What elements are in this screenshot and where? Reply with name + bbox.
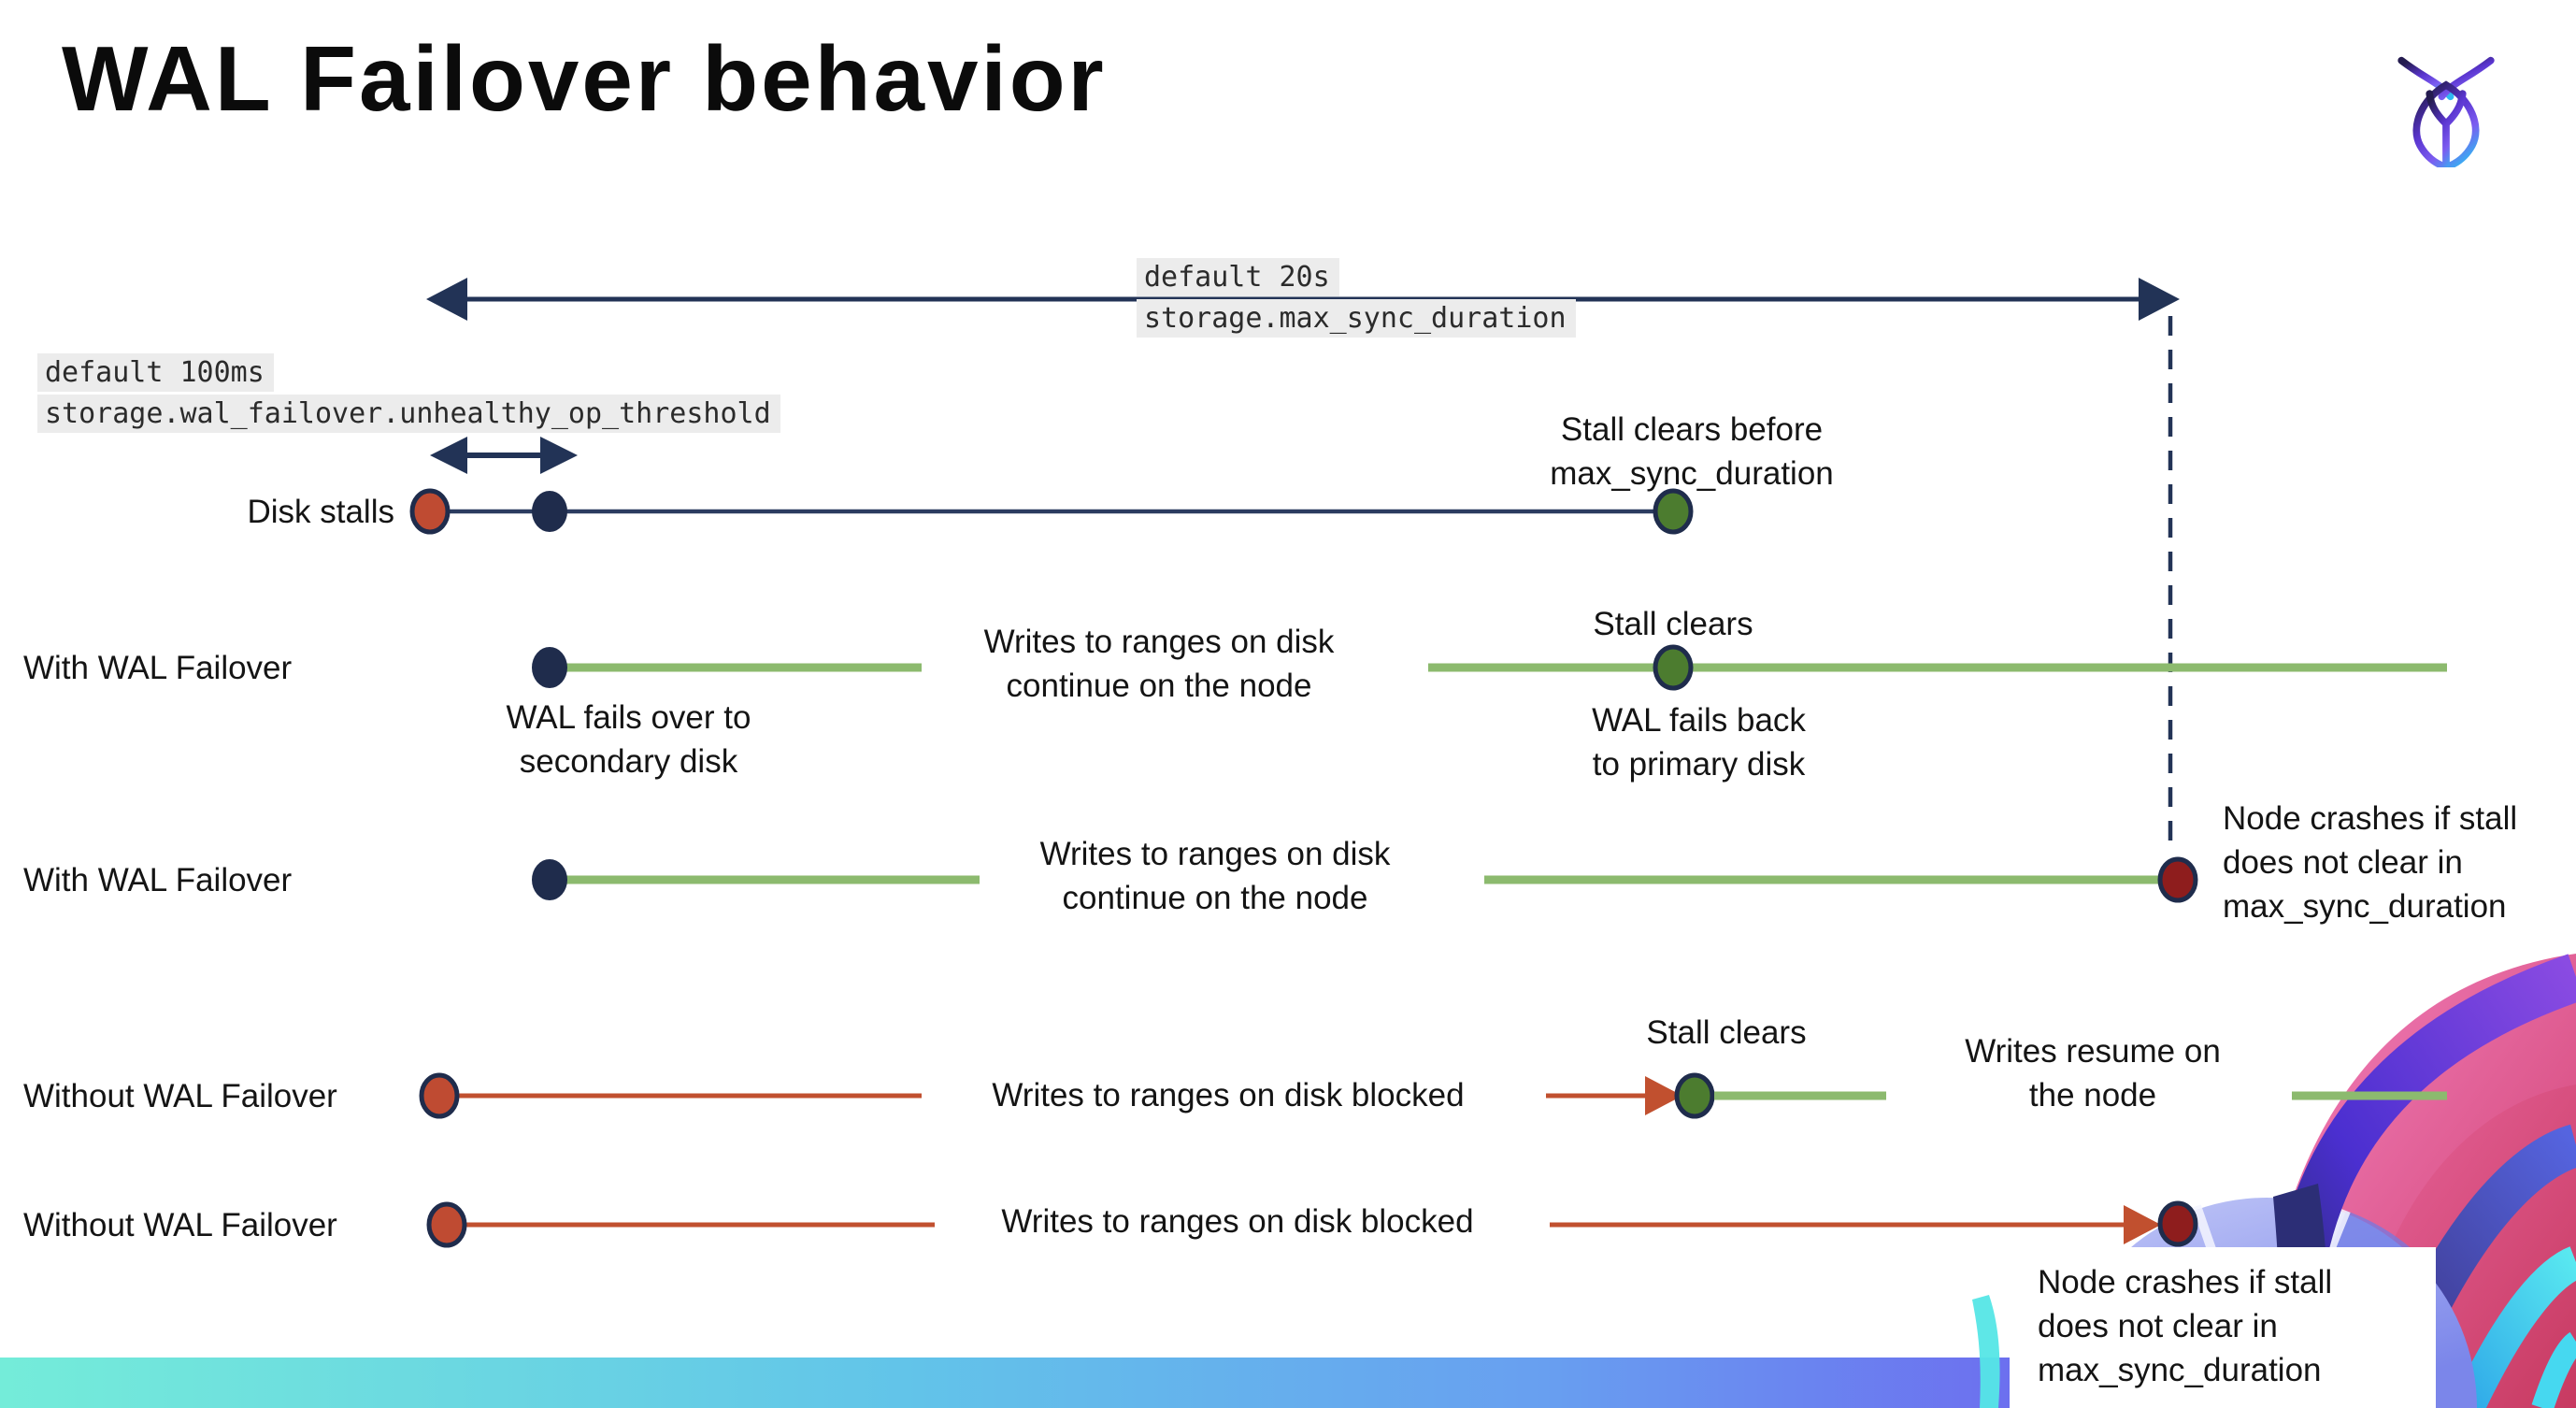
row3-failover-dot — [532, 859, 567, 900]
writes-blocked-note-2: Writes to ranges on disk blocked — [1001, 1203, 1474, 1240]
node-crashes-note-1: Node crashes if stall does not clear in … — [2223, 797, 2576, 928]
writes-resume-line2: the node — [2028, 1077, 2157, 1113]
node-crashes-2-line2: does not clear in — [2038, 1308, 2278, 1344]
max-sync-duration-callout: default 20s storage.max_sync_duration — [1137, 258, 1576, 340]
wing-cyan-arc-small — [2531, 1331, 2576, 1408]
unhealthy-op-threshold-callout: default 100ms storage.wal_failover.unhea… — [37, 353, 780, 436]
row4-label: Without WAL Failover — [23, 1078, 337, 1114]
writes-continue-note-2: Writes to ranges on disk continue on the… — [986, 832, 1444, 920]
row4-red-arrowhead — [1645, 1076, 1682, 1115]
row1-stall-start-dot — [409, 488, 451, 535]
writes-continue-1-line1: Writes to ranges on disk — [983, 624, 1335, 660]
wal-fails-over-line1: WAL fails over to — [506, 699, 751, 736]
wal-fails-over-line2: secondary disk — [519, 743, 738, 780]
node-crashes-1-line3: max_sync_duration — [2223, 888, 2507, 925]
row5-stall-start-dot — [426, 1201, 467, 1248]
stall-clears-note-1: Stall clears — [1593, 606, 1753, 642]
max-sync-default-label: default 20s — [1137, 258, 1339, 296]
stall-clears-before-line1: Stall clears before — [1560, 411, 1824, 448]
stall-clears-before-line2: max_sync_duration — [1550, 455, 1834, 492]
stall-clears-before-note: Stall clears before max_sync_duration — [1505, 408, 1879, 496]
stall-clears-note-2: Stall clears — [1646, 1014, 1807, 1051]
logo-inner-y — [2426, 90, 2467, 167]
row2-label: With WAL Failover — [23, 650, 293, 686]
row5-crash-dot — [2157, 1200, 2198, 1247]
wal-fails-back-line1: WAL fails back — [1592, 702, 1806, 739]
node-crashes-1-line1: Node crashes if stall — [2223, 800, 2518, 837]
max-sync-setting-label: storage.max_sync_duration — [1137, 299, 1576, 338]
writes-continue-2-line1: Writes to ranges on disk — [1039, 836, 1391, 872]
row4-stall-clear-dot — [1674, 1072, 1715, 1119]
writes-resume-note: Writes resume on the node — [1922, 1029, 2264, 1117]
unhealthy-op-default-label: default 100ms — [37, 353, 274, 392]
unhealthy-op-threshold-arrow — [430, 437, 578, 474]
cockroachdb-logo — [2397, 56, 2495, 167]
node-crashes-1-line2: does not clear in — [2223, 844, 2463, 881]
wal-fails-over-note: WAL fails over to secondary disk — [449, 696, 809, 783]
row5-red-arrowhead — [2124, 1205, 2161, 1244]
row1-stall-clear-dot — [1653, 488, 1694, 535]
writes-resume-line1: Writes resume on — [1965, 1033, 2221, 1070]
row3-label: With WAL Failover — [23, 862, 293, 898]
writes-continue-2-line2: continue on the node — [1062, 880, 1368, 916]
row4-stall-start-dot — [419, 1072, 460, 1119]
unhealthy-op-setting-label: storage.wal_failover.unhealthy_op_thresh… — [37, 395, 780, 433]
row2-stall-clear-dot — [1653, 644, 1694, 691]
row2-failover-dot — [532, 647, 567, 688]
writes-continue-note-1: Writes to ranges on disk continue on the… — [930, 620, 1388, 708]
node-crashes-2-line1: Node crashes if stall — [2038, 1264, 2333, 1300]
wing-cyan-arc — [2452, 1246, 2576, 1408]
row1-label: Disk stalls — [247, 494, 394, 530]
writes-continue-1-line2: continue on the node — [1006, 668, 1312, 704]
row5-label: Without WAL Failover — [23, 1207, 337, 1243]
wal-fails-back-note: WAL fails back to primary disk — [1519, 698, 1879, 786]
row1-threshold-dot — [532, 491, 567, 532]
page-title: WAL Failover behavior — [62, 27, 1107, 130]
logo-right-antenna — [2438, 56, 2495, 101]
wing-cyan-sliver — [1972, 1295, 2000, 1408]
node-crashes-note-2: Node crashes if stall does not clear in … — [2038, 1260, 2430, 1392]
wal-fails-back-line2: to primary disk — [1592, 746, 1806, 783]
row3-crash-dot — [2157, 856, 2198, 903]
writes-blocked-note-1: Writes to ranges on disk blocked — [992, 1077, 1465, 1113]
node-crashes-2-line3: max_sync_duration — [2038, 1352, 2322, 1388]
node-crash-callout-box — [2010, 1247, 2436, 1408]
